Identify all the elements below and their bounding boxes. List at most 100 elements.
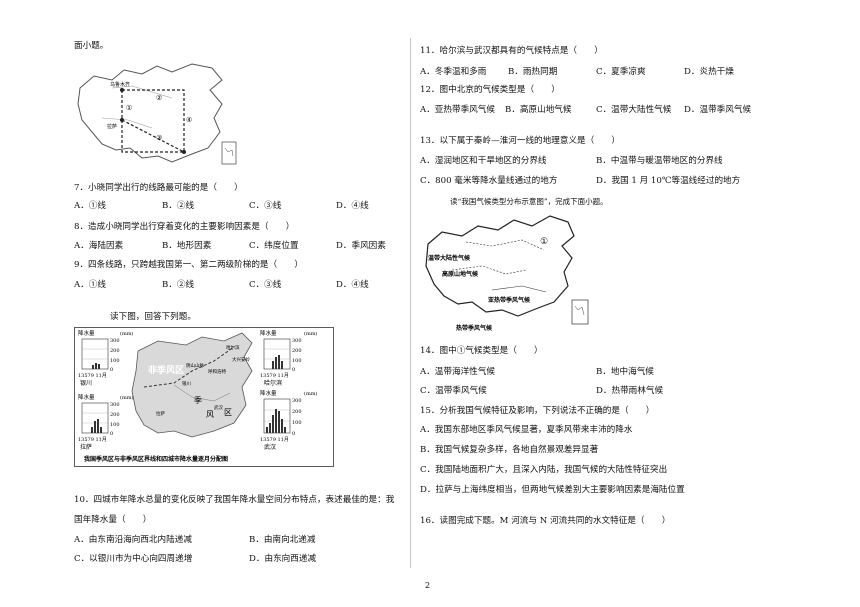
map1-route-1: ① <box>126 104 132 112</box>
chart-yinchuan-months: 13579 11月 <box>78 373 107 379</box>
chart-harbin-tick-0: 0 <box>292 367 295 373</box>
map2-inner-harbin: 哈尔滨 <box>226 344 240 351</box>
q11-stem: 11．哈尔滨与武汉都具有的气候特点是（ ） <box>420 46 603 56</box>
q12-option-b[interactable]: B．高原山地气候 <box>505 105 572 115</box>
q10-stem-line1: 10．四城市年降水总量的变化反映了我国年降水量空间分布特点，表述最佳的是：我 <box>74 495 395 505</box>
map3-label-tropical-monsoon: 热带季风气候 <box>456 324 493 332</box>
q12-option-a[interactable]: A．亚热带季风气候 <box>420 105 495 115</box>
map2-zone-ji: 季 <box>194 395 202 405</box>
q13-option-b[interactable]: B．中温带与暖温带地区的分界线 <box>596 156 723 166</box>
chart-lhasa-city: 拉萨 <box>80 443 92 451</box>
q10-stem-line2: 国年降水量（ ） <box>74 515 152 525</box>
chart-harbin-unit: (mm) <box>304 330 317 337</box>
q15-option-a[interactable]: A．我国东部地区季风气候显著，夏季风带来丰沛的降水 <box>420 425 633 435</box>
column-divider <box>410 38 411 568</box>
chart-harbin-city: 哈尔滨 <box>264 379 282 387</box>
q15-option-c[interactable]: C．我国陆地面积广大，且深入内陆，我国气候的大陆性特征突出 <box>420 465 668 475</box>
q10-option-d[interactable]: D．由东向西递减 <box>249 554 317 564</box>
climate-type-map: ① 温带大陆性气候 高原山地气候 亚热带季风气候 热带季风气候 <box>422 210 602 334</box>
q9-option-d[interactable]: D．④线 <box>336 280 369 290</box>
q13-stem: 13．以下属于秦岭—淮河一线的地理意义是（ ） <box>420 136 620 146</box>
q9-stem: 9．四条线路，只跨越我国第一、第二两级阶梯的是（ ） <box>74 260 303 270</box>
q7-option-c[interactable]: C．③线 <box>249 201 282 211</box>
q9-option-c[interactable]: C．③线 <box>249 280 282 290</box>
map3-label-plateau: 高原山地气候 <box>442 270 479 278</box>
q13-option-a[interactable]: A．湿润地区和干旱地区的分界线 <box>420 156 547 166</box>
q10-option-c[interactable]: C．以银川市为中心向四周递增 <box>74 554 193 564</box>
q8-option-d[interactable]: D．季风因素 <box>336 241 386 251</box>
q15-option-d[interactable]: D．拉萨与上海纬度相当，但两地气候差别大主要影响因素是海陆位置 <box>420 485 685 495</box>
chart-yinchuan-tick-300: 300 <box>110 338 120 344</box>
chart-wuhan-months: 13579 11月 <box>260 437 289 443</box>
q11-option-a[interactable]: A．冬季温和多雨 <box>420 67 487 77</box>
map2-inner-lhasa: 拉萨 <box>156 410 165 417</box>
q8-option-a[interactable]: A．海陆因素 <box>74 241 124 251</box>
map2-inner-wuhan: 武汉 <box>214 404 223 411</box>
q8-option-c[interactable]: C．纬度位置 <box>249 241 299 251</box>
q14-stem: 14．图中①气候类型是（ ） <box>420 346 543 356</box>
intro-tail: 面小题。 <box>74 41 109 51</box>
chart-yinchuan-tick-100: 100 <box>110 358 120 364</box>
q14-option-a[interactable]: A．温带海洋性气候 <box>420 367 495 377</box>
map3-circle-1: ① <box>540 237 548 247</box>
q13-option-d[interactable]: D．我国 1 月 10℃等温线经过的地方 <box>596 176 741 186</box>
chart-wuhan: 降水量 (mm) 300 200 100 0 13579 11月 武汉 <box>260 389 317 451</box>
chart-yinchuan-unit: (mm) <box>120 330 133 337</box>
map2-inner-hohhot: 呼和浩特 <box>208 368 226 375</box>
map1-route-4: ④ <box>186 116 192 124</box>
q14-option-c[interactable]: C．温带季风气候 <box>420 386 487 396</box>
q7-option-a[interactable]: A．①线 <box>74 201 106 211</box>
q15-stem: 15．分析我国气候特征及影响，下列说法不正确的是（ ） <box>420 406 655 416</box>
chart-wuhan-tick-200: 200 <box>292 409 302 415</box>
chart-harbin-months: 13579 11月 <box>260 373 289 379</box>
q14-option-b[interactable]: B．地中海气候 <box>596 367 654 377</box>
route-map: 乌鲁木齐 拉萨 ② ① ③ ④ <box>72 58 247 173</box>
map1-route-3: ③ <box>156 134 162 142</box>
q9-option-b[interactable]: B．②线 <box>162 280 195 290</box>
chart-yinchuan-tick-200: 200 <box>110 348 120 354</box>
read-prompt-2: 读“我国气候类型分布示意图”，完成下面小题。 <box>450 197 608 206</box>
q15-option-b[interactable]: B．我国气候复杂多样，各地自然景观差异显著 <box>420 445 599 455</box>
q11-option-c[interactable]: C．夏季凉爽 <box>596 67 646 77</box>
chart-lhasa-tick-0: 0 <box>110 431 113 437</box>
chart-lhasa-ylabel: 降水量 <box>78 393 95 401</box>
q8-option-b[interactable]: B．地形因素 <box>162 241 212 251</box>
q7-stem: 7．小晓同学出行的线路最可能的是（ ） <box>74 183 243 193</box>
chart-yinchuan-tick-0: 0 <box>110 367 113 373</box>
map2-zone-feng: 风 <box>206 410 214 419</box>
map1-route-2: ② <box>156 94 162 102</box>
q12-option-d[interactable]: D．温带季风气候 <box>684 105 752 115</box>
q7-option-b[interactable]: B．②线 <box>162 201 195 211</box>
chart-wuhan-tick-300: 300 <box>292 398 302 404</box>
map2-zone-nonmonsoon: 非季风区 <box>148 364 184 376</box>
q10-option-b[interactable]: B．由南向北递减 <box>249 535 316 545</box>
q12-option-c[interactable]: C．温带大陆性气候 <box>596 105 672 115</box>
monsoon-precipitation-figure: 非季风区 季 风 区 哈尔滨 呼和浩特 阴山山脉 大兴安岭 银川 拉萨 武汉 降… <box>74 327 334 467</box>
map3-label-temperate-continental: 温带大陆性气候 <box>428 254 471 262</box>
q14-option-d[interactable]: D．热带雨林气候 <box>596 386 664 396</box>
chart-harbin-tick-300: 300 <box>292 338 302 344</box>
q7-option-d[interactable]: D．④线 <box>336 201 369 211</box>
chart-harbin-tick-100: 100 <box>292 358 302 364</box>
chart-harbin: 降水量 (mm) 300 200 100 0 13579 11月 哈尔滨 <box>260 329 317 387</box>
chart-harbin-ylabel: 降水量 <box>260 329 277 337</box>
chart-lhasa-unit: (mm) <box>120 394 133 401</box>
q13-option-c[interactable]: C．800 毫米等降水量线通过的地方 <box>420 176 558 186</box>
read-prompt-1: 读下图，回答下列题。 <box>110 312 196 322</box>
chart-yinchuan-ylabel: 降水量 <box>78 329 95 337</box>
map3-label-subtropical-monsoon: 亚热带季风气候 <box>488 296 531 304</box>
map2-inner-yinshan: 阴山山脉 <box>186 362 204 369</box>
chart-lhasa-tick-300: 300 <box>110 402 120 408</box>
page-number: 2 <box>425 581 431 590</box>
chart-wuhan-ylabel: 降水量 <box>260 389 277 397</box>
q10-option-a[interactable]: A．由东南沿海向西北内陆递减 <box>74 535 192 545</box>
q11-option-b[interactable]: B．雨热同期 <box>508 67 558 77</box>
q12-stem: 12．图中北京的气候类型是（ ） <box>420 85 560 95</box>
q16-stem: 16．读图完成下题。M 河流与 N 河流共同的水文特征是（ ） <box>420 516 671 526</box>
chart-wuhan-city: 武汉 <box>264 443 276 451</box>
q9-option-a[interactable]: A．①线 <box>74 280 106 290</box>
map1-label-urumqi: 乌鲁木齐 <box>110 81 130 88</box>
chart-harbin-tick-200: 200 <box>292 348 302 354</box>
q11-option-d[interactable]: D．炎热干燥 <box>684 67 734 77</box>
map2-inner-daxinganling: 大兴安岭 <box>232 356 250 363</box>
